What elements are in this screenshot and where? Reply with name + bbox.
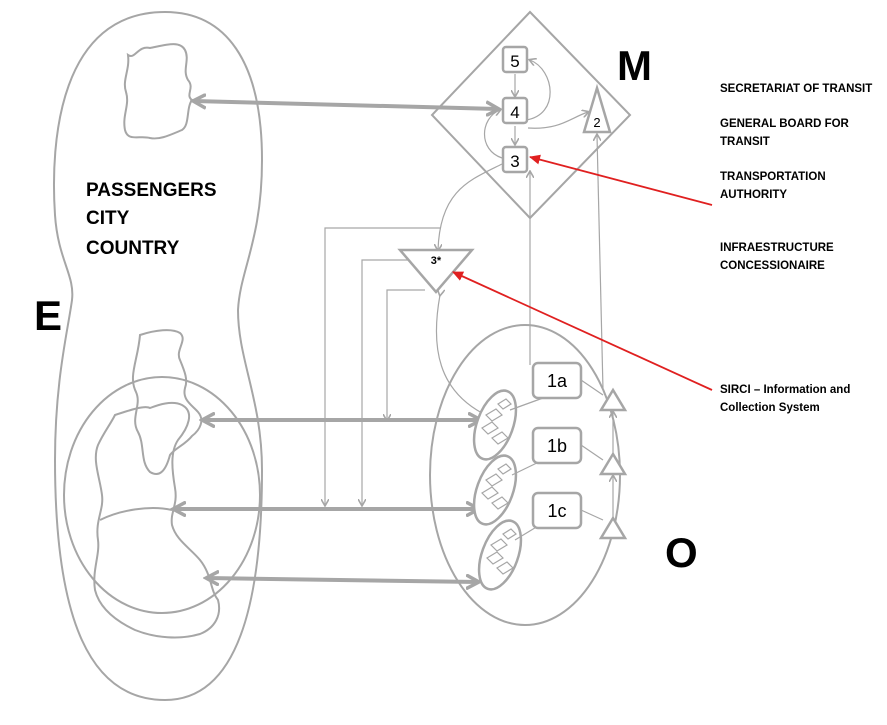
e-region-outline xyxy=(52,10,264,702)
node-1b-label: 1b xyxy=(547,436,567,456)
link-4-5-loop xyxy=(525,60,551,121)
passengers-line-2: CITY xyxy=(86,208,130,229)
map-shape-large xyxy=(93,401,220,639)
feed-line-1 xyxy=(362,259,408,505)
legend-secretariat: SECRETARIAT OF TRANSIT xyxy=(720,83,872,95)
pointer-sirci xyxy=(452,271,713,391)
link-1b-tri xyxy=(580,444,604,461)
arrow-e-m xyxy=(194,101,498,109)
sirci-unit-c xyxy=(477,519,523,591)
link-1a-tri xyxy=(580,379,604,396)
e-lower-circle xyxy=(63,376,261,614)
legend-general-board-2: TRANSIT xyxy=(720,136,770,148)
node-2-label: 2 xyxy=(593,115,600,130)
map-shape-top xyxy=(123,43,194,140)
legend-transport-authority-1: TRANSPORTATION xyxy=(720,171,826,183)
node-3star-triangle xyxy=(397,248,475,294)
link-1c-tri xyxy=(580,509,604,521)
node-1c-label: 1c xyxy=(547,501,566,521)
map-shape-inner xyxy=(99,507,173,521)
link-4-2 xyxy=(527,112,588,129)
node-3-box xyxy=(501,145,529,174)
link-3-3star xyxy=(438,163,503,250)
link-sirci-1a xyxy=(509,397,544,411)
node-5-box xyxy=(501,45,529,74)
link-3star-sirci xyxy=(435,295,483,414)
node-3star-label: 3* xyxy=(431,255,442,267)
pointer-transport-authority xyxy=(529,154,713,206)
feed-line-2 xyxy=(387,289,425,420)
link-o-2 xyxy=(597,135,604,391)
node-2-triangle xyxy=(582,83,612,134)
node-3-label: 3 xyxy=(510,152,519,171)
node-4-box xyxy=(501,96,529,125)
o-triangle-b xyxy=(598,451,628,476)
arrow-e-o-3 xyxy=(207,578,478,582)
legend-sirci-2: Collection System xyxy=(720,402,820,414)
legend-infrastructure-1: INFRAESTRUCTURE xyxy=(720,242,834,254)
legend-general-board-1: GENERAL BOARD FOR xyxy=(720,118,850,130)
legend-transport-authority-2: AUTHORITY xyxy=(720,189,787,201)
sirci-unit-a xyxy=(472,389,518,461)
node-5-label: 5 xyxy=(510,52,519,71)
passengers-line-1: PASSENGERS xyxy=(86,180,217,201)
legend-sirci-1: SIRCI – Information and xyxy=(720,384,850,396)
sirci-unit-b xyxy=(472,454,518,526)
feed-line-3 xyxy=(325,227,440,505)
region-label-m: M xyxy=(617,42,652,89)
passengers-line-3: COUNTRY xyxy=(86,238,180,259)
link-3-4-loop xyxy=(484,110,503,159)
node-1a-label: 1a xyxy=(547,371,568,391)
region-label-e: E xyxy=(34,292,62,339)
map-shape-middle xyxy=(131,329,203,475)
o-triangle-c xyxy=(598,515,628,540)
legend-infrastructure-2: CONCESSIONAIRE xyxy=(720,260,825,272)
region-label-o: O xyxy=(665,529,698,576)
node-4-label: 4 xyxy=(510,103,519,122)
